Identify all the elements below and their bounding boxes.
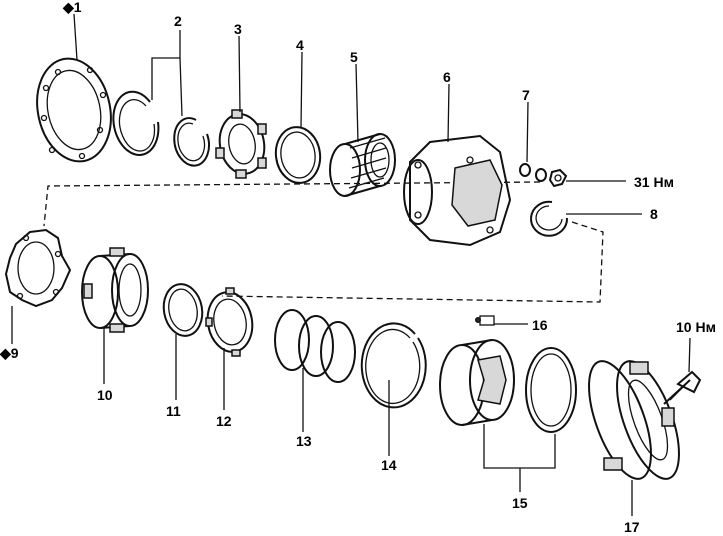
label-4: 4 [296, 37, 304, 53]
torque-label-nut: 31 Нм [634, 174, 674, 190]
label-2: 2 [174, 13, 182, 29]
label-7: 7 [522, 87, 530, 103]
part-6-hub-body [403, 134, 512, 247]
label-1: ◆1 [62, 0, 82, 15]
bolt [663, 370, 702, 405]
part-9-gasket [4, 228, 72, 308]
label-5: 5 [350, 49, 358, 65]
leader-lines [11, 13, 691, 516]
label-9: ◆9 [0, 345, 19, 361]
label-6: 6 [443, 69, 451, 85]
label-8: 8 [650, 206, 658, 222]
part-3-gear-ring [215, 109, 267, 179]
label-10: 10 [97, 387, 113, 403]
part-10-clutch-ring [81, 247, 149, 333]
torque-label-bolt: 10 Нм [676, 319, 716, 335]
part-2-snap-rings [112, 90, 210, 167]
part-8-snap-ring [530, 200, 569, 237]
label-16: 16 [532, 317, 548, 333]
label-14: 14 [381, 457, 397, 473]
part-15-knob-assembly [439, 339, 577, 433]
part-7-washers-nut [519, 163, 568, 188]
label-3: 3 [234, 21, 242, 37]
part-16-pin [475, 315, 495, 326]
label-11: 11 [166, 403, 181, 419]
part-5-needle-bearing [329, 133, 396, 197]
part-14-snap-ring [360, 322, 427, 409]
part-12-retainer [205, 287, 254, 357]
part-11-spring-ring [162, 283, 204, 337]
part-13-coil-spring [274, 309, 356, 383]
part-17-cover [588, 360, 680, 480]
assembly-guide-line [43, 181, 604, 303]
part-4-ring [274, 126, 322, 184]
label-15: 15 [512, 495, 528, 511]
label-17: 17 [624, 519, 640, 535]
label-12: 12 [216, 413, 232, 429]
part-1-gasket [36, 57, 112, 163]
label-13: 13 [296, 433, 312, 449]
